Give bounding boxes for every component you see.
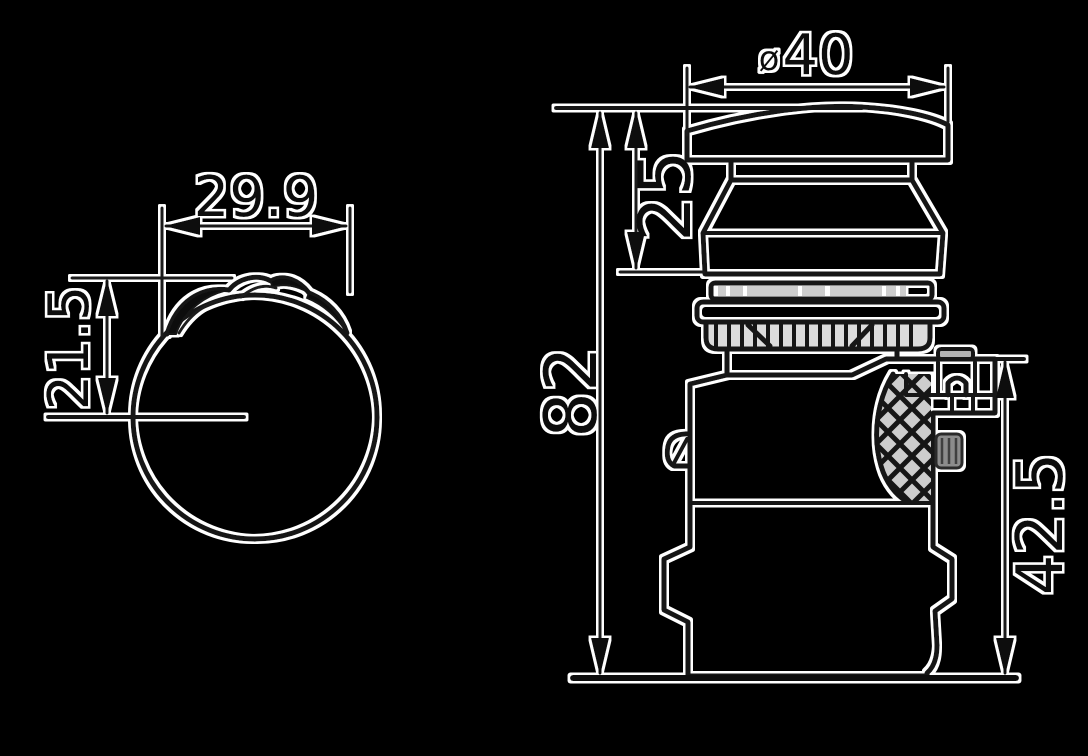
arrow-down-icon xyxy=(996,638,1014,676)
latch-mechanism xyxy=(874,371,964,504)
arrow-up-icon xyxy=(996,360,1014,398)
cap-diameter-symbol: ø xyxy=(759,39,780,79)
side-view: ø 40 82 25 42.5 xyxy=(529,23,1078,681)
arrow-up-icon xyxy=(98,279,116,316)
front-width-label: 29.9 xyxy=(194,165,319,230)
total-height-dimension: 82 xyxy=(529,110,613,676)
cap-diameter-label: 40 xyxy=(782,23,853,88)
arrow-left-icon xyxy=(688,78,724,96)
front-height-dimension: 21.5 xyxy=(37,276,234,415)
cap-top-profile xyxy=(164,274,350,337)
terminal-tab xyxy=(936,347,975,361)
arrow-down-icon xyxy=(591,638,609,676)
bezel-flange xyxy=(694,299,947,325)
arrow-right-icon xyxy=(910,78,946,96)
cap-height-dimension: 25 xyxy=(618,110,707,274)
cap-diameter-dimension: ø 40 xyxy=(685,23,950,137)
terminal-assembly xyxy=(931,347,997,415)
side-clip xyxy=(664,431,693,469)
arrow-left-icon xyxy=(164,217,200,235)
cap-neck xyxy=(728,157,915,183)
front-view: 29.9 21.5 xyxy=(37,165,380,542)
lower-body-height-dimension: 42.5 xyxy=(993,357,1078,676)
segmented-band xyxy=(708,280,935,302)
total-height-label: 82 xyxy=(529,346,613,438)
switch-body xyxy=(661,356,998,679)
front-height-label: 21.5 xyxy=(37,286,102,411)
cap-skirt xyxy=(700,177,946,277)
cap-height-label: 25 xyxy=(623,150,707,242)
arrow-down-icon xyxy=(627,232,645,270)
arrow-right-icon xyxy=(312,217,348,235)
arrow-up-icon xyxy=(627,110,645,148)
mushroom-cap xyxy=(684,103,951,163)
lower-body-height-label: 42.5 xyxy=(1004,453,1078,596)
arrow-up-icon xyxy=(591,110,609,148)
front-width-dimension: 29.9 xyxy=(160,165,352,338)
knurled-ring xyxy=(703,319,933,352)
arrow-down-icon xyxy=(98,378,116,415)
